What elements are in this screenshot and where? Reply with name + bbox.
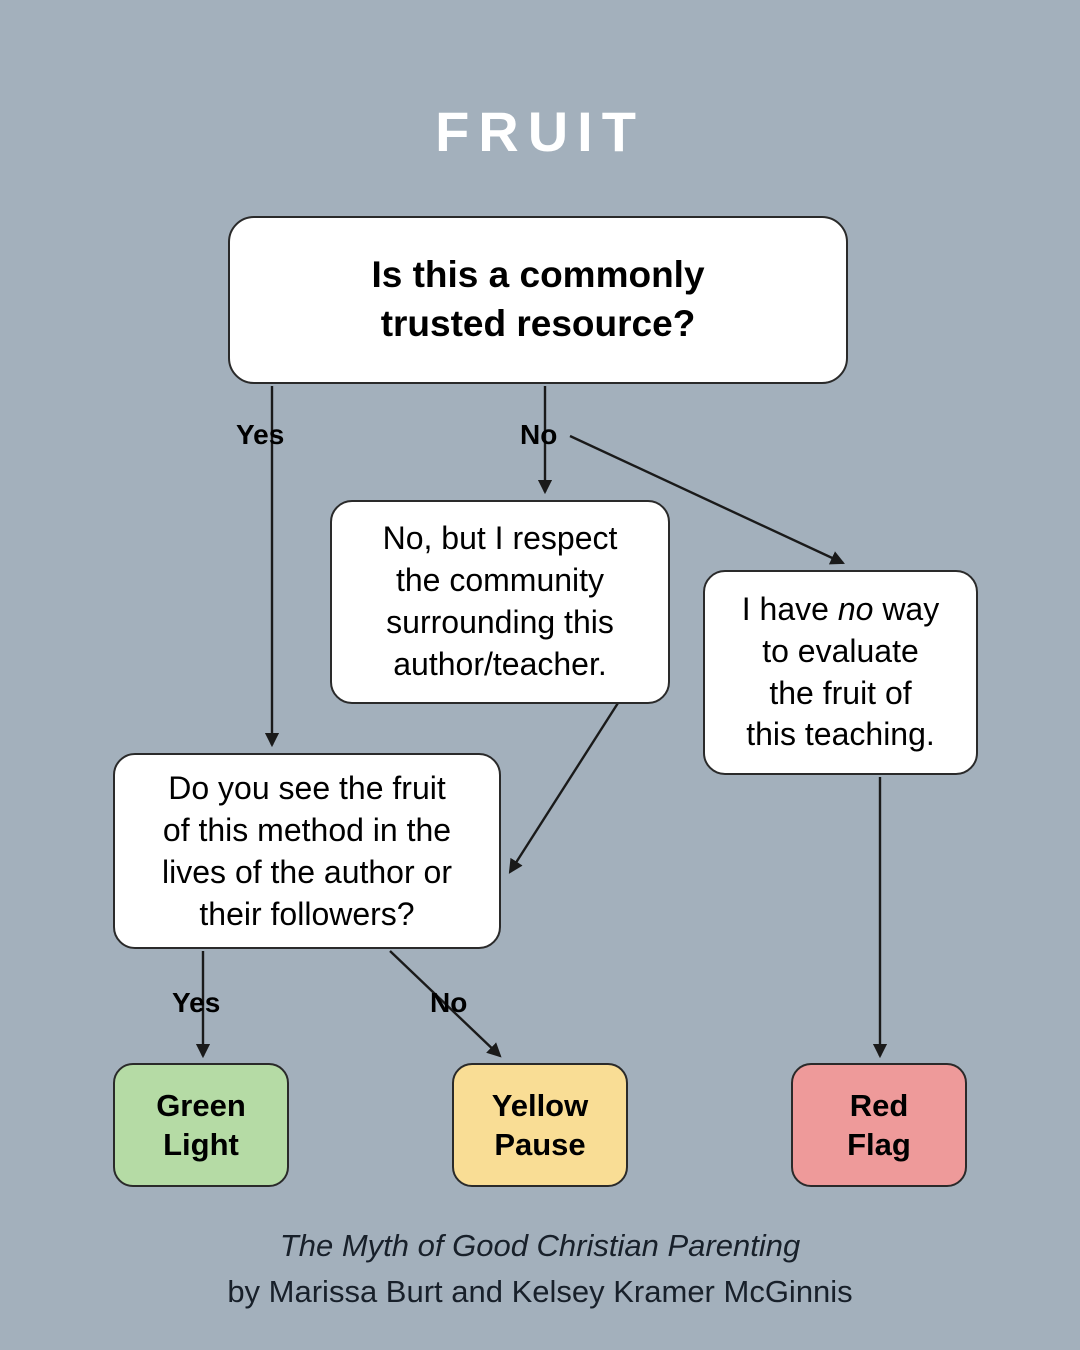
node-no-way-to-evaluate[interactable]: I have no way to evaluate the fruit of t… <box>703 570 978 775</box>
edge-label-yes-fruit: Yes <box>172 987 221 1018</box>
node-root-question[interactable]: Is this a commonly trusted resource? <box>228 216 848 384</box>
node-fruit-label: Do you see the fruit of this method in t… <box>162 769 452 933</box>
node-outcome-yellow-pause[interactable]: Yellow Pause <box>452 1063 628 1187</box>
node-outcome-green-light[interactable]: Green Light <box>113 1063 289 1187</box>
page-title: FRUIT <box>435 100 645 163</box>
edge-label-no-root: No <box>520 419 558 450</box>
edge-community-to-fruit <box>508 702 620 874</box>
footer-authors: by Marissa Burt and Kelsey Kramer McGinn… <box>227 1274 853 1309</box>
node-root-label: Is this a commonly trusted resource? <box>371 254 705 344</box>
node-no-way-text-after: way to evaluate the fruit of this teachi… <box>746 590 940 753</box>
edge-label-no-fruit: No <box>430 987 468 1018</box>
node-no-way-text-before: I have <box>741 590 838 627</box>
node-no-way-label: I have no way to evaluate the fruit of t… <box>705 589 976 757</box>
edge-label-yes-root: Yes <box>236 419 285 450</box>
node-fruit-question[interactable]: Do you see the fruit of this method in t… <box>113 753 501 949</box>
node-red-label: Red Flag <box>847 1087 911 1162</box>
node-yellow-label: Yellow Pause <box>491 1087 589 1162</box>
node-outcome-red-flag[interactable]: Red Flag <box>791 1063 967 1187</box>
node-green-label: Green Light <box>156 1087 246 1162</box>
node-community-label: No, but I respect the community surround… <box>382 520 618 682</box>
footer-book-title: The Myth of Good Christian Parenting <box>279 1228 801 1263</box>
node-community[interactable]: No, but I respect the community surround… <box>330 500 670 704</box>
node-no-way-emphasis: no <box>837 590 874 627</box>
